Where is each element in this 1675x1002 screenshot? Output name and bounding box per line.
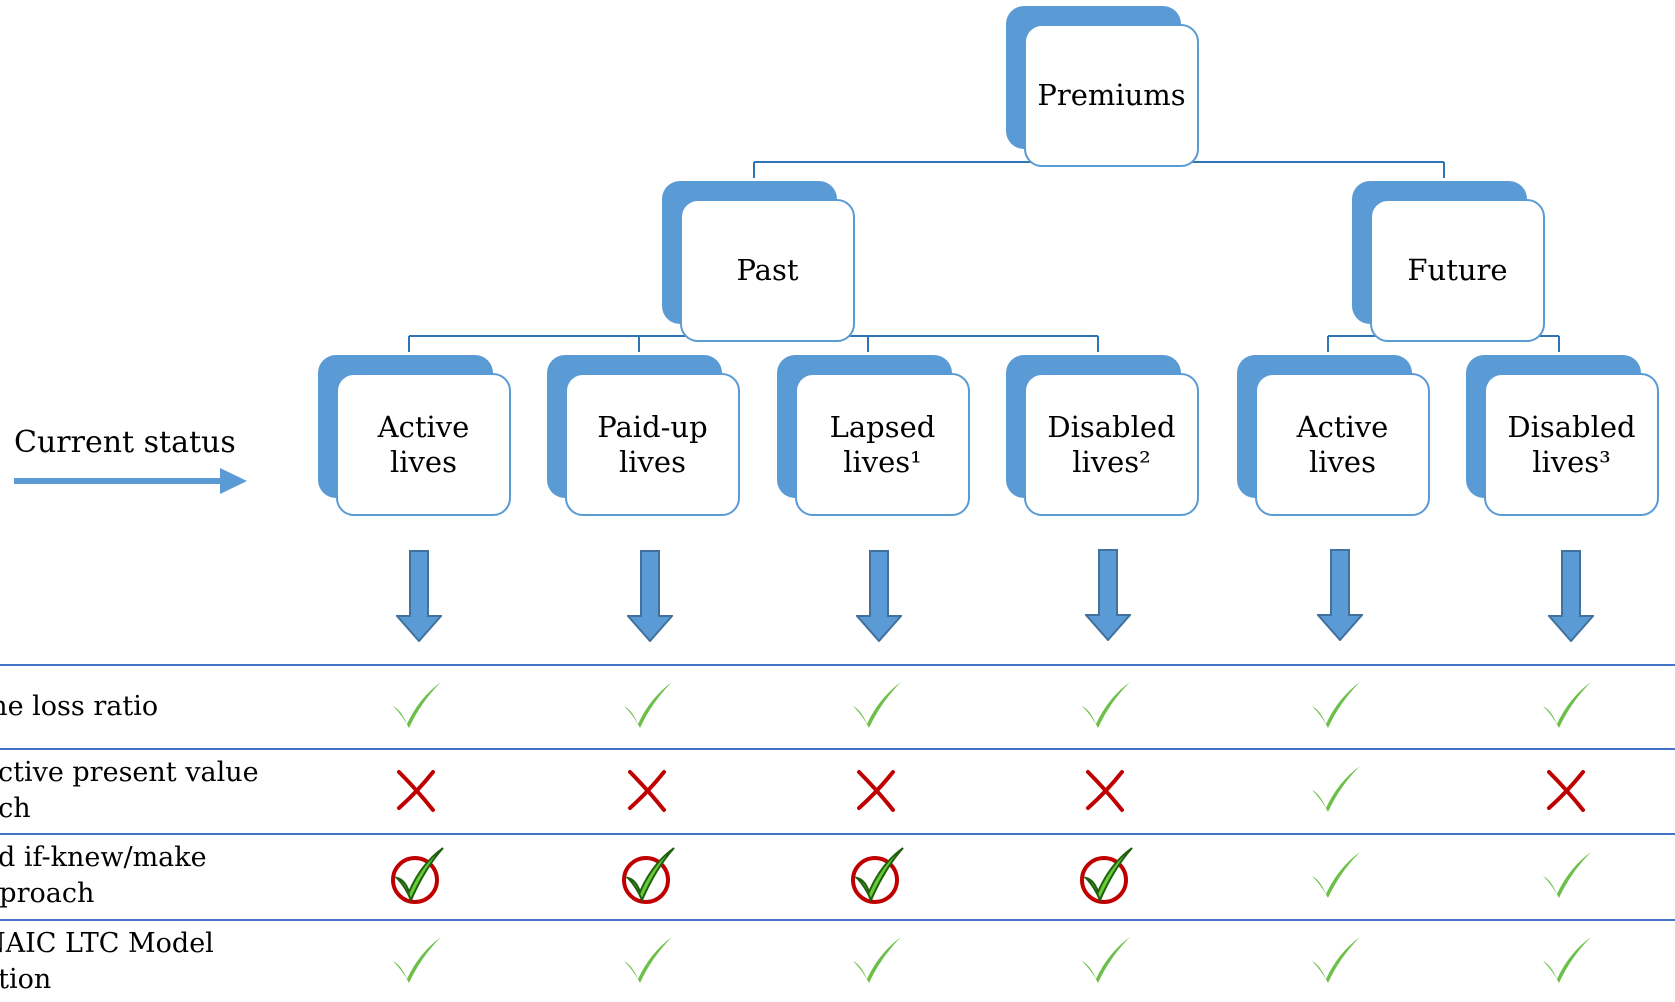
cross-icon (847, 760, 907, 820)
check-icon (618, 931, 678, 991)
status-node-disabled-past: Disabled lives² (1006, 355, 1199, 516)
node-face: Lapsed lives¹ (795, 373, 970, 516)
arrow-down-icon (627, 550, 673, 642)
check-icon (1306, 846, 1366, 906)
check-icon (1076, 676, 1136, 736)
row-label: ective present value ach (0, 757, 259, 824)
node-face: Future (1370, 199, 1545, 342)
check-icon (1306, 760, 1366, 820)
check-icon (1537, 931, 1597, 991)
circled-check-icon (847, 846, 907, 906)
current-status-label: Current status (14, 425, 236, 460)
arrow-right-icon (14, 468, 247, 494)
cross-icon (387, 760, 447, 820)
row-divider (0, 748, 1675, 750)
future-node: Future (1352, 181, 1545, 342)
node-face: Past (680, 199, 855, 342)
circled-check-icon (387, 846, 447, 906)
node-face: Disabled lives³ (1484, 373, 1659, 516)
status-node-disabled-future: Disabled lives³ (1466, 355, 1659, 516)
circled-check-icon (1076, 846, 1136, 906)
status-label: Disabled lives² (1047, 409, 1176, 479)
check-icon (1306, 676, 1366, 736)
cross-icon (618, 760, 678, 820)
node-face: Active lives (1255, 373, 1430, 516)
status-node-lapsed: Lapsed lives¹ (777, 355, 970, 516)
status-label: Active lives (377, 409, 470, 479)
check-icon (618, 676, 678, 736)
status-node-paid-up: Paid-up lives (547, 355, 740, 516)
check-icon (387, 931, 447, 991)
row-divider (0, 919, 1675, 921)
check-icon (1076, 931, 1136, 991)
cross-icon (1076, 760, 1136, 820)
row-divider (0, 833, 1675, 835)
check-icon (847, 676, 907, 736)
row-label: me loss ratio (0, 691, 159, 722)
row-divider (0, 664, 1675, 666)
circled-check-icon (618, 846, 678, 906)
check-icon (1306, 931, 1366, 991)
status-label: Active lives (1296, 409, 1389, 479)
arrow-down-icon (396, 550, 442, 642)
node-face: Active lives (336, 373, 511, 516)
check-icon (847, 931, 907, 991)
arrow-down-icon (856, 550, 902, 642)
cross-icon (1537, 760, 1597, 820)
check-icon (387, 676, 447, 736)
future-label: Future (1407, 253, 1508, 287)
status-label: Lapsed lives¹ (829, 409, 936, 479)
node-face: Disabled lives² (1024, 373, 1199, 516)
row-label: NAIC LTC Model ation (0, 928, 214, 995)
past-node: Past (662, 181, 855, 342)
status-node-active-future: Active lives (1237, 355, 1430, 516)
arrow-down-icon (1085, 549, 1131, 641)
check-icon (1537, 846, 1597, 906)
status-label: Disabled lives³ (1507, 409, 1636, 479)
node-face: Paid-up lives (565, 373, 740, 516)
arrow-down-icon (1548, 550, 1594, 642)
past-label: Past (736, 253, 799, 287)
premiums-label: Premiums (1037, 78, 1186, 112)
status-label: Paid-up lives (597, 409, 708, 479)
status-node-active-past: Active lives (318, 355, 511, 516)
arrow-down-icon (1317, 549, 1363, 641)
node-face: Premiums (1024, 24, 1199, 167)
premiums-node: Premiums (1006, 6, 1199, 167)
check-icon (1537, 676, 1597, 736)
row-label: ed if-knew/make pproach (0, 842, 207, 909)
